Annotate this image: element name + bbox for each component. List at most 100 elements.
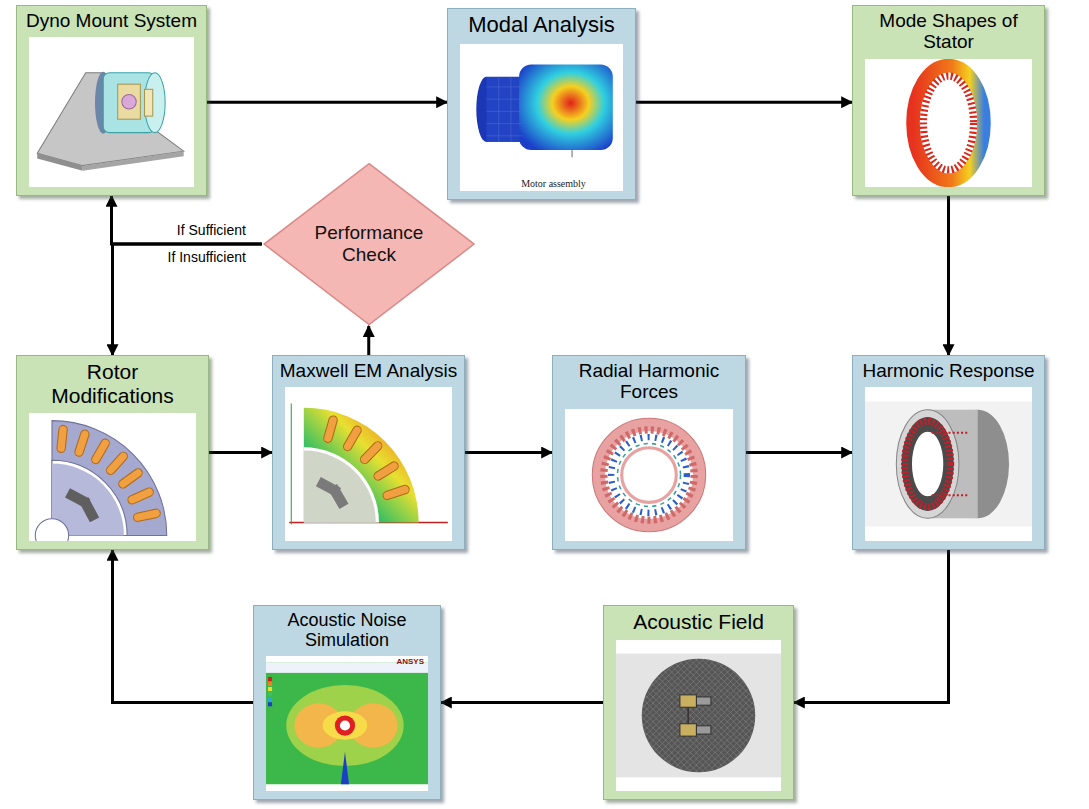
maxwell-field-illustration — [285, 387, 452, 541]
illustration-part — [52, 421, 167, 536]
illustration-part — [268, 702, 272, 706]
illustration-part — [460, 56, 623, 178]
flow-arrow — [367, 326, 370, 355]
process-box: Radial Harmonic Forces — [552, 355, 746, 550]
flow-arrow — [207, 101, 447, 104]
illustration-part — [905, 421, 951, 507]
stator-mode-shape-illustration — [865, 59, 1032, 187]
illustration-part — [133, 508, 161, 522]
illustration-part — [127, 487, 155, 506]
box-title: Modal Analysis — [448, 9, 635, 38]
dyno-mount-illustration — [29, 37, 194, 187]
illustration-part — [486, 77, 523, 142]
illustration-part — [268, 687, 272, 691]
radial-force-illustration — [565, 409, 733, 541]
illustration-part — [323, 415, 339, 443]
illustration-part — [145, 89, 153, 116]
illustration-part — [83, 151, 184, 171]
illustration-part — [316, 477, 341, 497]
illustration-part — [359, 440, 384, 465]
edge-label: If Sufficient — [175, 223, 248, 238]
illustration-part — [359, 440, 384, 465]
flow-arrow — [113, 244, 262, 355]
illustration-part — [117, 467, 144, 490]
illustration-part — [341, 752, 349, 784]
flow-arrow — [636, 101, 852, 104]
software-watermark: ANSYS — [396, 657, 424, 666]
illustration-part — [285, 401, 452, 526]
illustration-part — [680, 695, 697, 707]
illustration-part — [618, 444, 681, 507]
illustration-part — [896, 410, 959, 519]
illustration-part — [486, 77, 523, 142]
illustration-part — [382, 484, 410, 500]
illustration-part — [127, 487, 155, 506]
illustration-part — [932, 433, 970, 496]
decision-label: Performance Check — [305, 222, 433, 266]
rotor-illustration — [29, 413, 196, 541]
illustration-part — [372, 460, 399, 481]
illustration-part — [865, 60, 1032, 185]
illustration-part — [118, 84, 141, 119]
figure-caption: Motor assembly — [521, 178, 586, 189]
illustration-part — [642, 659, 755, 772]
process-box: Dyno Mount System — [16, 5, 207, 196]
illustration-part — [642, 659, 755, 772]
illustration-part — [291, 403, 292, 524]
illustration-part — [57, 425, 68, 453]
illustration-part — [928, 81, 970, 165]
illustration-part — [865, 401, 1032, 526]
flow-arrow — [746, 451, 852, 454]
process-box: Maxwell EM Analysis — [272, 355, 465, 550]
illustration-part — [616, 654, 781, 778]
diamond-fill — [264, 164, 474, 325]
process-box: Rotor Modifications — [16, 355, 209, 550]
illustration-part — [912, 432, 943, 497]
flow-arrow — [112, 196, 262, 244]
box-title: Acoustic Field — [604, 606, 793, 634]
illustration-part — [304, 408, 419, 523]
illustration-part — [323, 711, 368, 739]
acoustic-noise-illustration — [266, 656, 428, 791]
illustration-part — [29, 50, 194, 174]
process-box: Acoustic Noise Simulation ANSYS — [253, 605, 441, 800]
harmonic-response-illustration — [865, 387, 1032, 541]
illustration-part — [342, 425, 363, 453]
illustration-part — [687, 707, 689, 724]
box-title: Rotor Modifications — [17, 356, 208, 407]
illustration-part — [105, 450, 129, 476]
flow-arrow — [794, 550, 949, 703]
illustration-part — [133, 508, 161, 522]
illustration-part — [37, 73, 183, 166]
illustration-part — [266, 663, 428, 785]
illustration-part — [372, 460, 399, 481]
illustration-part — [335, 715, 355, 735]
process-box: Mode Shapes of Stator — [852, 5, 1045, 196]
illustration-part — [696, 697, 710, 705]
illustration-part — [145, 73, 166, 133]
illustration-part — [37, 153, 82, 171]
illustration-part — [268, 697, 272, 701]
illustration-part — [268, 692, 272, 696]
edge-label: If Insufficient — [166, 250, 248, 265]
illustration-part — [268, 682, 272, 686]
illustration-part — [696, 726, 710, 734]
illustration-part — [316, 477, 341, 497]
illustration-part — [122, 94, 136, 108]
box-title: Dyno Mount System — [17, 6, 206, 31]
box-title: Mode Shapes of Stator — [853, 6, 1044, 53]
acoustic-field-illustration — [616, 640, 781, 791]
illustration-part — [680, 724, 697, 736]
illustration-part — [90, 438, 111, 466]
flow-arrow — [465, 451, 552, 454]
process-box: Modal Analysis Motor assembly — [447, 8, 636, 200]
illustration-part — [35, 519, 68, 541]
illustration-part — [913, 66, 984, 181]
modal-analysis-illustration — [460, 44, 623, 191]
illustration-part — [572, 150, 573, 157]
illustration-part — [90, 438, 111, 466]
decision-diamond: Performance Check — [262, 162, 476, 326]
flow-arrow — [441, 701, 603, 704]
illustration-part — [268, 677, 272, 681]
